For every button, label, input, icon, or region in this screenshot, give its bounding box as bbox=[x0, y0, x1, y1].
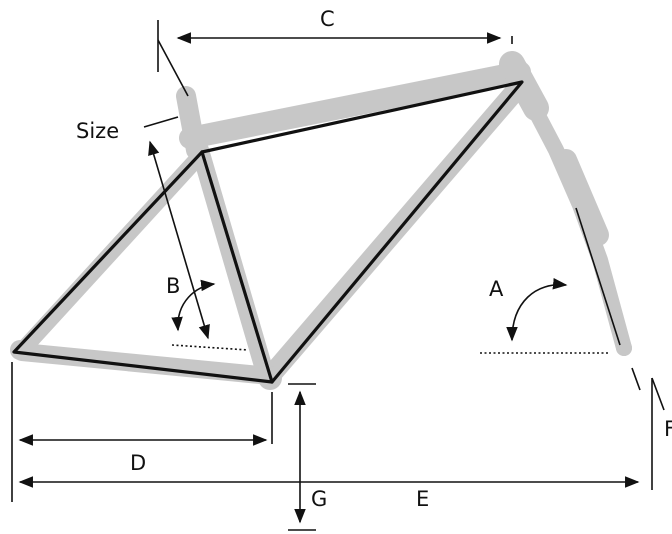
label-e: E bbox=[416, 487, 429, 511]
frame-outline bbox=[12, 80, 621, 384]
dimension-g: G bbox=[288, 383, 327, 531]
dimension-f: F bbox=[651, 377, 672, 490]
dimension-a: A bbox=[480, 277, 610, 354]
label-size: Size bbox=[76, 119, 119, 143]
label-f: F bbox=[664, 417, 672, 441]
dimension-b: B bbox=[166, 274, 249, 351]
dimension-d: D bbox=[11, 362, 273, 502]
label-d: D bbox=[130, 451, 146, 475]
dimension-e: E bbox=[18, 367, 641, 511]
dimension-c: C bbox=[157, 7, 513, 97]
frame-silhouette bbox=[10, 51, 632, 390]
label-c: C bbox=[320, 7, 335, 31]
label-g: G bbox=[311, 487, 327, 511]
label-b: B bbox=[166, 274, 180, 298]
label-a: A bbox=[489, 277, 504, 301]
